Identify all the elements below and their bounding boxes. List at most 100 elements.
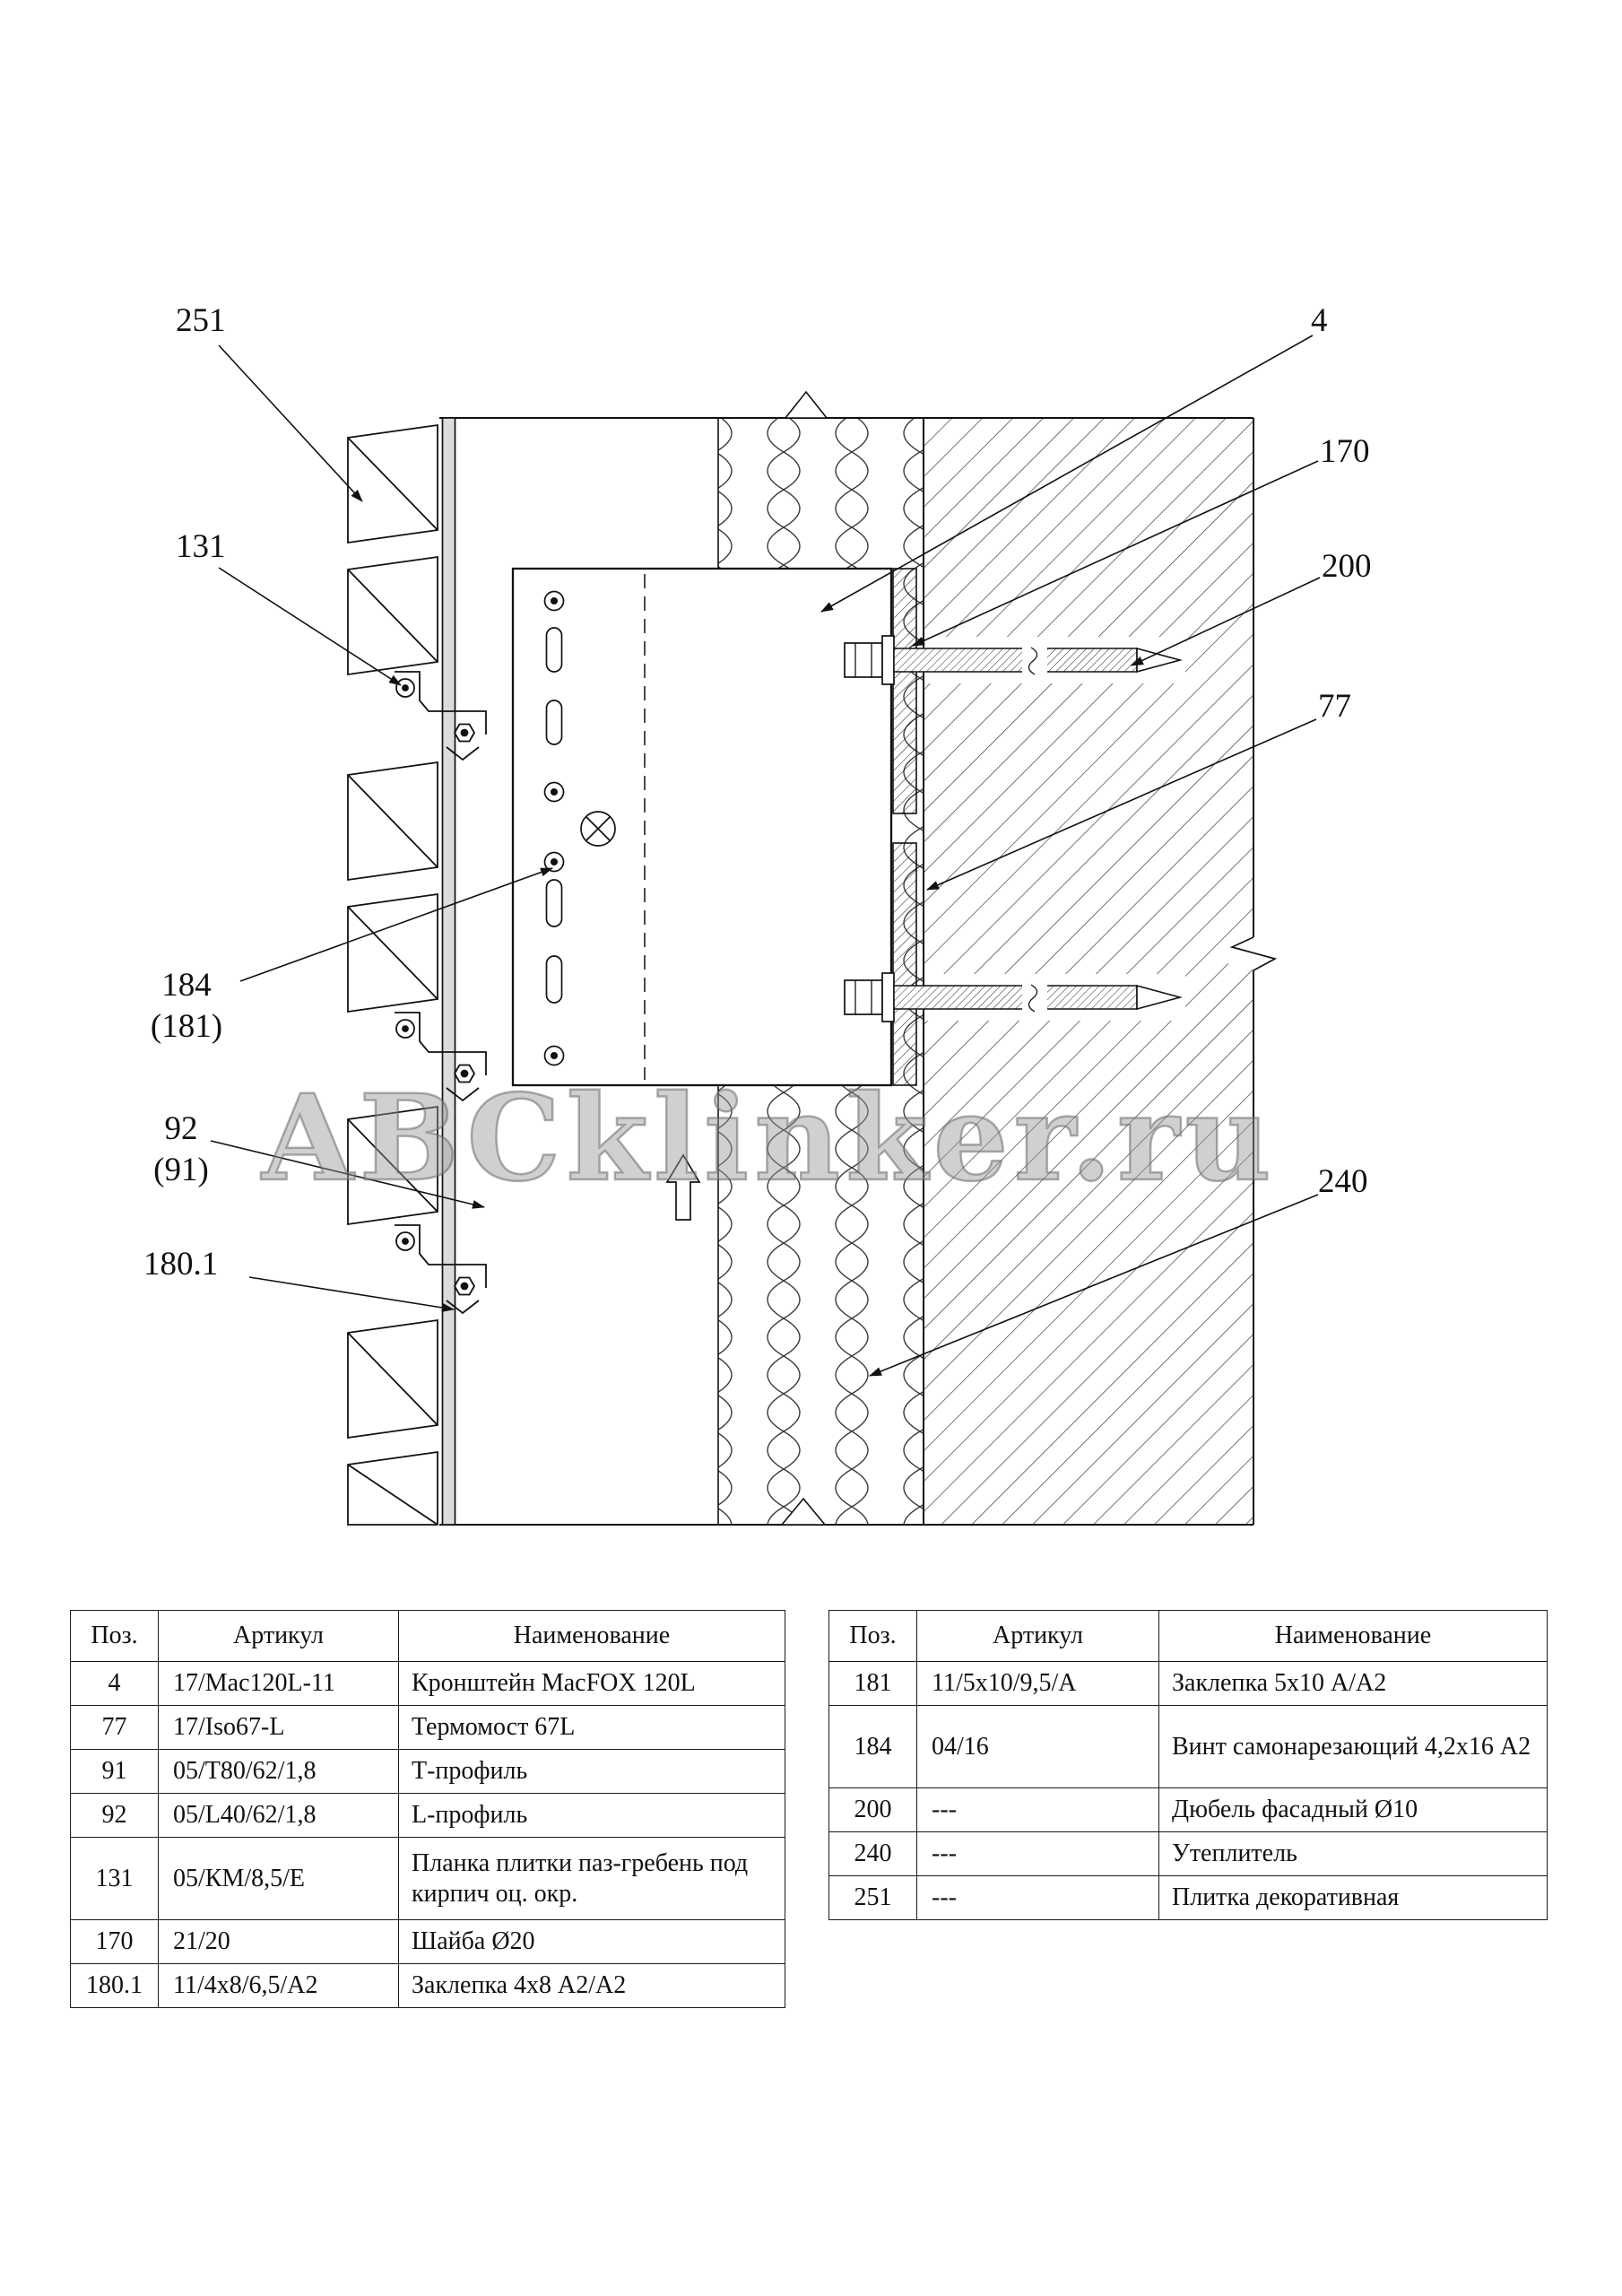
table-row: 180.1 11/4х8/6,5/А2 Заклепка 4х8 А2/А2 xyxy=(70,1963,785,2008)
anchor-bottom xyxy=(844,972,1184,1022)
cell-name: Кронштейн MacFOX 120L xyxy=(398,1661,785,1706)
table-header-row: Поз. Артикул Наименование xyxy=(828,1610,1548,1662)
cell-art: --- xyxy=(916,1831,1159,1876)
cell-pos: 92 xyxy=(70,1793,159,1838)
cell-pos: 180.1 xyxy=(70,1963,159,2008)
cell-name: Заклепка 5х10 А/А2 xyxy=(1158,1661,1548,1706)
cell-art: 21/20 xyxy=(158,1919,399,1964)
table-row: 92 05/L40/62/1,8 L-профиль xyxy=(70,1793,785,1838)
cell-pos: 251 xyxy=(828,1875,917,1920)
bracket-holes xyxy=(543,590,565,1066)
callout-92-alt: (91) xyxy=(153,1152,209,1188)
callout-92: 92 (91) xyxy=(134,1109,228,1191)
tile-clips xyxy=(395,671,487,1315)
col-header-pos: Поз. xyxy=(70,1610,159,1662)
leader-200 xyxy=(1131,577,1321,666)
break-symbol-bottom xyxy=(780,1497,827,1526)
cell-art: 17/Iso67-L xyxy=(158,1705,399,1750)
cell-pos: 77 xyxy=(70,1705,159,1750)
break-symbol-top xyxy=(784,390,828,419)
wall-hatch xyxy=(924,418,1253,1525)
leader-lines xyxy=(210,335,1321,1377)
thermal-break xyxy=(892,568,917,1086)
leader-131 xyxy=(218,567,402,686)
cell-art: --- xyxy=(916,1787,1159,1832)
cell-art: 05/Т80/62/1,8 xyxy=(158,1749,399,1794)
leader-170 xyxy=(912,460,1319,647)
leader-184 xyxy=(239,867,553,982)
table-row: 131 05/КМ/8,5/Е Планка плитки паз-гребен… xyxy=(70,1837,785,1920)
cell-art: 11/4х8/6,5/А2 xyxy=(158,1963,399,2008)
cell-name: Шайба Ø20 xyxy=(398,1919,785,1964)
cell-name: Утеплитель xyxy=(1158,1831,1548,1876)
cell-name: Термомост 67L xyxy=(398,1705,785,1750)
cell-name: Заклепка 4х8 А2/А2 xyxy=(398,1963,785,2008)
anchor-top xyxy=(844,635,1184,685)
bracket xyxy=(511,567,893,1087)
parts-table-right: Поз. Артикул Наименование 181 11/5х10/9,… xyxy=(828,1610,1548,1920)
callout-170: 170 xyxy=(1320,433,1370,470)
washer xyxy=(881,635,895,685)
cell-art: --- xyxy=(916,1875,1159,1920)
callout-200: 200 xyxy=(1322,548,1372,585)
cell-art: 05/КМ/8,5/Е xyxy=(158,1837,399,1920)
callout-184-alt: (181) xyxy=(150,1008,223,1045)
cell-name: Планка плитки паз-гребень под кирпич оц.… xyxy=(398,1837,785,1920)
cell-name: Дюбель фасадный Ø10 xyxy=(1158,1787,1548,1832)
callout-251: 251 xyxy=(176,302,226,339)
table-row: 200 --- Дюбель фасадный Ø10 xyxy=(828,1787,1548,1832)
table-row: 91 05/Т80/62/1,8 Т-профиль xyxy=(70,1749,785,1794)
datum-cross-icon xyxy=(580,811,616,847)
callout-184-main: 184 xyxy=(161,967,212,1004)
cell-pos: 91 xyxy=(70,1749,159,1794)
callout-131: 131 xyxy=(176,528,226,565)
leader-77 xyxy=(926,718,1317,891)
cell-pos: 4 xyxy=(70,1661,159,1706)
up-arrow-icon xyxy=(665,1153,701,1221)
cell-art: 11/5х10/9,5/А xyxy=(916,1661,1159,1706)
col-header-art: Артикул xyxy=(916,1610,1159,1662)
leader-240 xyxy=(869,1194,1319,1377)
cell-name: Винт самонарезающий 4,2х16 А2 xyxy=(1158,1705,1548,1788)
cell-pos: 181 xyxy=(828,1661,917,1706)
table-row: 181 11/5х10/9,5/А Заклепка 5х10 А/А2 xyxy=(828,1661,1548,1706)
cell-art: 17/Mac120L-11 xyxy=(158,1661,399,1706)
col-header-name: Наименование xyxy=(1158,1610,1548,1662)
table-header-row: Поз. Артикул Наименование xyxy=(70,1610,785,1662)
cell-name: Плитка декоративная xyxy=(1158,1875,1548,1920)
leader-4 xyxy=(820,335,1314,613)
cell-pos: 240 xyxy=(828,1831,917,1876)
vertical-profile xyxy=(441,417,456,1526)
cell-name: L-профиль xyxy=(398,1793,785,1838)
edge-break-mask xyxy=(1228,938,1277,970)
break-symbol-right xyxy=(1229,936,1278,971)
parts-table-left: Поз. Артикул Наименование 4 17/Mac120L-1… xyxy=(70,1610,785,2008)
washer xyxy=(881,972,895,1022)
callout-240: 240 xyxy=(1318,1163,1368,1200)
leader-92 xyxy=(210,1140,485,1209)
cell-art: 05/L40/62/1,8 xyxy=(158,1793,399,1838)
cell-pos: 170 xyxy=(70,1919,159,1964)
col-header-pos: Поз. xyxy=(828,1610,917,1662)
leader-180-1 xyxy=(248,1276,455,1312)
cell-art: 04/16 xyxy=(916,1705,1159,1788)
section-drawing xyxy=(210,335,1321,1526)
col-header-name: Наименование xyxy=(398,1610,785,1662)
decorative-tiles xyxy=(347,423,438,1526)
table-row: 184 04/16 Винт самонарезающий 4,2х16 А2 xyxy=(828,1705,1548,1788)
callout-77: 77 xyxy=(1318,688,1351,725)
callout-180-1: 180.1 xyxy=(143,1246,219,1283)
cell-name: Т-профиль xyxy=(398,1749,785,1794)
table-row: 4 17/Mac120L-11 Кронштейн MacFOX 120L xyxy=(70,1661,785,1706)
table-row: 77 17/Iso67-L Термомост 67L xyxy=(70,1705,785,1750)
leader-251 xyxy=(218,344,363,502)
table-row: 251 --- Плитка декоративная xyxy=(828,1875,1548,1920)
table-row: 240 --- Утеплитель xyxy=(828,1831,1548,1876)
table-row: 170 21/20 Шайба Ø20 xyxy=(70,1919,785,1964)
col-header-art: Артикул xyxy=(158,1610,399,1662)
callout-184: 184 (181) xyxy=(133,965,240,1048)
callout-4: 4 xyxy=(1311,302,1328,339)
callout-92-main: 92 xyxy=(164,1110,198,1147)
cell-pos: 200 xyxy=(828,1787,917,1832)
